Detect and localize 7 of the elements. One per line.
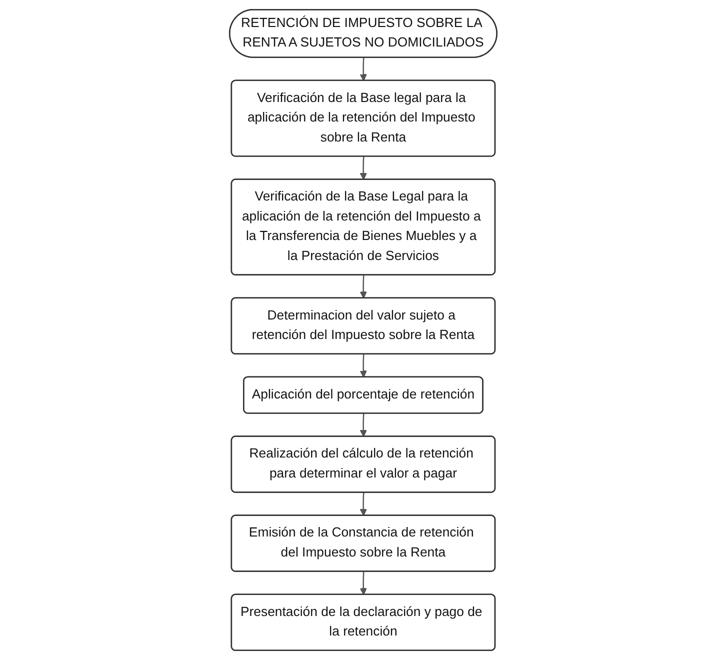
arrow	[360, 275, 368, 299]
arrow	[360, 156, 368, 180]
arrow	[360, 58, 368, 82]
arrow	[360, 354, 368, 378]
arrow	[360, 414, 368, 437]
arrow	[360, 572, 368, 596]
arrow	[360, 492, 368, 516]
